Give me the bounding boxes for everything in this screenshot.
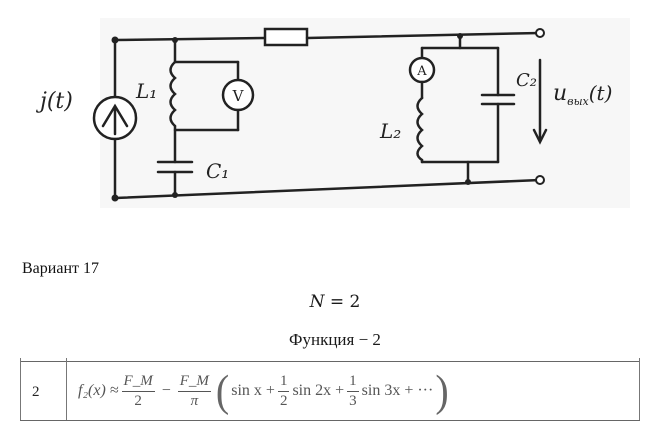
fraction-one-third-denominator: 3 [349,392,357,409]
resistor [263,27,309,47]
series-term-3: sin 3x + ··· [361,382,434,399]
node-bottom-branch1 [172,192,178,198]
fraction-fm-over-2: F_M 2 [121,373,155,409]
formula-lhs: f₂(x) ≈ [78,382,119,399]
current-source-arrow [101,103,129,136]
fourier-series-formula: f₂(x) ≈ F_M 2 − F_M π ( sin x + 1 2 sin … [78,368,451,414]
table-row-number: 2 [32,384,40,400]
ammeter-label: A [416,64,427,79]
fraction-fm-over-2-denominator: 2 [134,392,142,409]
table-border-right [639,358,640,420]
output-voltage-arrowhead [532,128,548,145]
table-column-divider [66,358,67,420]
top-wire-right [305,31,542,40]
output-voltage-subscript: вых [567,95,589,108]
terminal-top-right [535,28,545,38]
output-voltage-symbol: u [553,81,567,106]
voltmeter-label: V [232,87,245,105]
fraction-one-half-numerator: 1 [277,373,290,392]
capacitor1-label: C₁ [206,159,229,183]
fraction-fm-over-pi-numerator: F_M [177,373,211,392]
n-variable: N [309,292,325,312]
fraction-one-half: 1 2 [277,373,290,409]
node-bottom-branch2 [465,179,471,185]
inductor2 [416,96,424,162]
table-border-left [20,358,21,420]
top-wire-left [113,36,267,42]
fraction-fm-over-pi: F_M π [177,373,211,409]
right-paren: ) [435,365,449,416]
fraction-one-half-denominator: 2 [279,392,288,409]
n-equation: N = 2 [0,292,670,312]
node-top-branch1 [172,37,178,43]
circuit-diagram: j(t) L₁ V C₁ A L₂ C₂ uвых(t) [35,18,630,208]
fraction-fm-over-pi-denominator: π [190,392,199,409]
left-paren: ( [215,365,230,416]
formula-table: 2 f₂(x) ≈ F_M 2 − F_M π ( sin x + 1 2 si… [20,358,640,421]
capacitor2-label: C₂ [516,70,537,91]
scan-background [100,18,630,208]
minus-sign: − [161,382,171,399]
output-voltage-label: uвых(t) [553,81,612,108]
node-top-branch2 [457,33,463,39]
terminal-top-left [111,36,119,44]
variant-label: Вариант 17 [22,260,99,277]
output-voltage-suffix: (t) [589,81,613,105]
terminal-bottom-right [535,175,545,185]
fraction-fm-over-2-numerator: F_M [121,373,155,392]
function-label: Функция − 2 [289,330,381,349]
n-equation-rest: = 2 [324,292,361,312]
fraction-one-third: 1 3 [347,373,359,409]
fraction-one-third-numerator: 1 [347,373,359,392]
terminal-bottom-left [111,194,119,202]
source-label: j(t) [35,89,73,114]
series-term-2: sin 2x + [292,382,345,399]
inductor1 [169,60,177,128]
inductor2-label: L₂ [379,119,401,143]
series-term-1: sin x + [231,382,275,399]
inductor1-label: L₁ [135,79,157,103]
